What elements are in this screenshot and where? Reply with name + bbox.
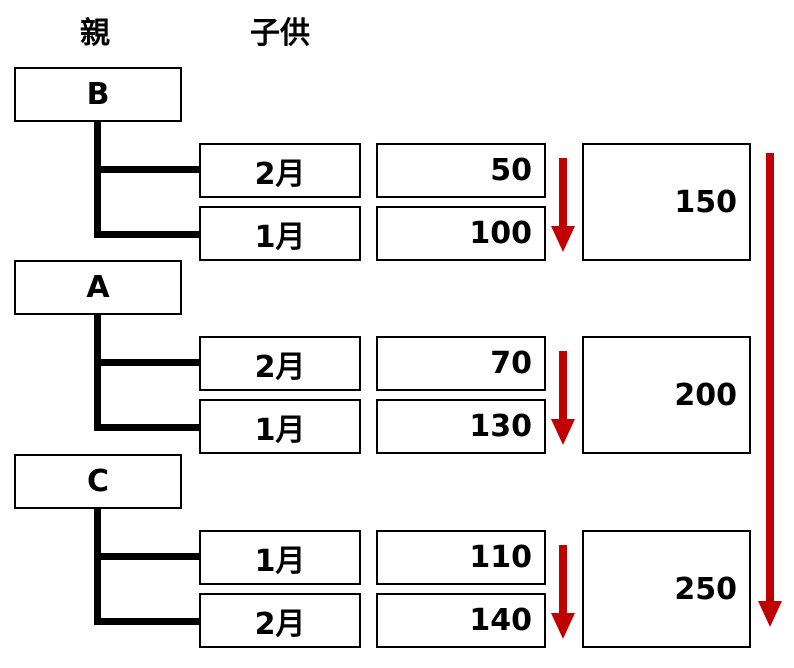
group-sum-arrow-shaft — [559, 351, 567, 421]
tree-connector-horizontal — [94, 424, 200, 431]
child-value-box: 140 — [376, 593, 546, 648]
tree-connector-horizontal — [94, 359, 200, 366]
child-month-box: 2月 — [199, 143, 361, 198]
parent-column-header: 親 — [80, 16, 110, 51]
group-total-box: 150 — [582, 143, 751, 261]
child-month-box: 1月 — [199, 399, 361, 454]
group-sum-arrow-shaft — [559, 158, 567, 228]
child-value-box: 110 — [376, 530, 546, 585]
child-column-header: 子供 — [250, 16, 310, 51]
group-total-box: 250 — [582, 530, 751, 648]
cumulative-arrow-shaft — [766, 153, 774, 603]
group-sum-arrow-shaft — [559, 545, 567, 615]
child-month-box: 2月 — [199, 593, 361, 648]
group-sum-arrow-head — [551, 226, 575, 252]
cumulative-arrow-head — [758, 601, 782, 627]
tree-connector-horizontal — [94, 231, 200, 238]
child-value-box: 50 — [376, 143, 546, 198]
tree-connector-horizontal — [94, 166, 200, 173]
group-sum-arrow-head — [551, 419, 575, 445]
child-month-box: 2月 — [199, 336, 361, 391]
parent-box-c: C — [14, 454, 182, 509]
group-total-box: 200 — [582, 336, 751, 454]
child-value-box: 70 — [376, 336, 546, 391]
child-month-box: 1月 — [199, 206, 361, 261]
tree-connector-vertical — [94, 509, 101, 625]
parent-box-b: B — [14, 67, 182, 122]
child-value-box: 130 — [376, 399, 546, 454]
parent-box-a: A — [14, 260, 182, 315]
group-sum-arrow-head — [551, 613, 575, 639]
tree-connector-horizontal — [94, 553, 200, 560]
child-month-box: 1月 — [199, 530, 361, 585]
child-value-box: 100 — [376, 206, 546, 261]
tree-connector-vertical — [94, 315, 101, 431]
tree-connector-vertical — [94, 122, 101, 238]
tree-connector-horizontal — [94, 618, 200, 625]
